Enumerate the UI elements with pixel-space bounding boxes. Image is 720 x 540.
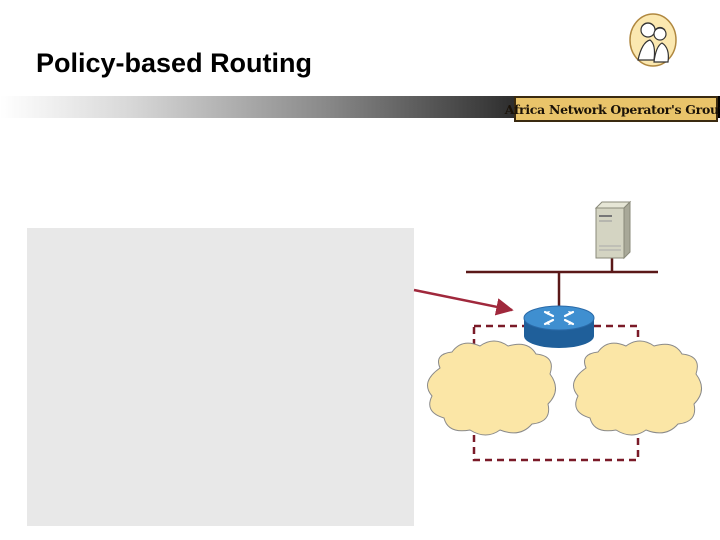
people-logo-icon xyxy=(629,13,677,67)
content-panel xyxy=(27,228,414,526)
page-title: Policy-based Routing xyxy=(36,48,313,78)
cloud-icon xyxy=(573,340,702,436)
network-boundary xyxy=(472,324,640,462)
org-banner-text: Africa Network Operator's Group xyxy=(504,101,720,117)
org-banner: Africa Network Operator's Group xyxy=(505,96,720,122)
pointer-arrow xyxy=(413,288,514,316)
cloud-icon xyxy=(427,340,556,436)
router-icon xyxy=(523,305,595,348)
server-icon xyxy=(594,200,632,260)
